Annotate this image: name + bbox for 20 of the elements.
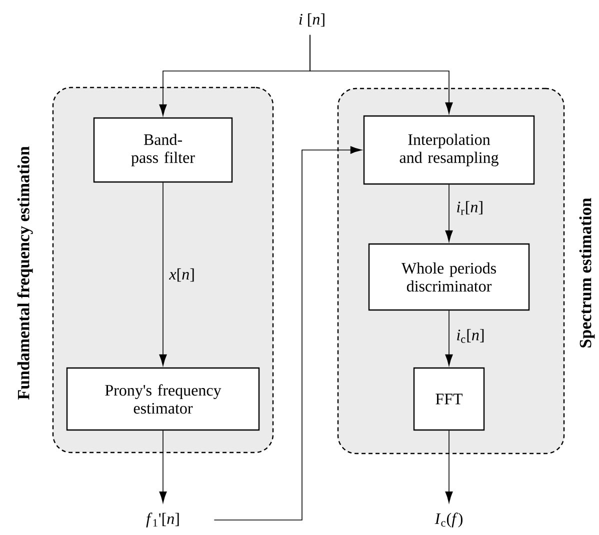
edge-label: i$_{r}$[n] (455, 200, 485, 216)
process-box: Whole periods discriminator (368, 243, 530, 311)
arrow (214, 146, 362, 520)
signal-label: f$_{1}$'[n] (146, 512, 179, 528)
process-box: Band-pass filter (93, 117, 233, 183)
signal-label: I$_{c}$(f) (434, 512, 462, 528)
arrow (159, 430, 167, 503)
edge-label: x[n] (168, 267, 196, 283)
process-box: Interpolation and resampling (363, 115, 535, 185)
arrow (445, 184, 453, 242)
arrow (310, 34, 453, 114)
process-box: Prony's frequency estimator (66, 367, 260, 431)
arrow (445, 430, 453, 503)
group-heading: Fundamental frequency estimation (17, 146, 33, 400)
arrow (445, 310, 453, 366)
process-box: FFT (413, 367, 485, 431)
edge-label: i$_{c}$[n] (455, 328, 486, 344)
arrow (159, 182, 167, 366)
group-heading: Spectrum estimation (579, 198, 595, 348)
signal-label: i [n] (299, 13, 324, 27)
